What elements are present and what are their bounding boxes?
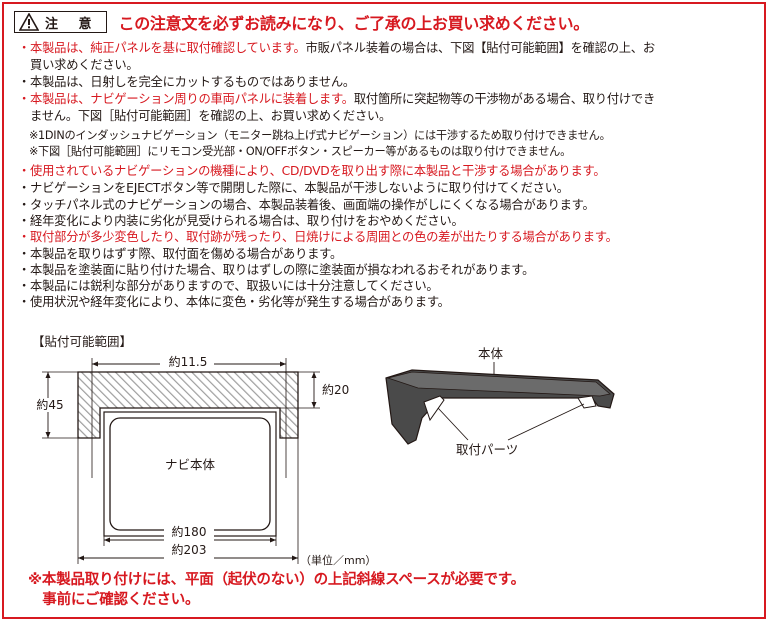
range-title: 【貼付可能範囲】 — [32, 334, 132, 349]
note-line-10: ・タッチパネル式のナビゲーションの場合、本製品装着後、画面端の操作がしにくくなる… — [18, 198, 595, 212]
note-line-5: ません。下図［貼付可能範囲］を確認の上、お買い求めください。 — [18, 109, 392, 123]
caution-label: 注 意 — [45, 16, 100, 32]
dim-180-label: 約180 — [172, 524, 207, 539]
dim-right-label: 約20 — [322, 382, 349, 397]
note-line-14: ・本製品を塗装面に貼り付けた場合、取りはずしの際に塗装面が損なわれるおそれがあり… — [18, 263, 535, 277]
dim-arrow — [311, 402, 317, 408]
dim-203-label: 約203 — [172, 542, 207, 557]
mounting-range-diagram: 【貼付可能範囲】 ナビ本体 約11.5 約45 約20 約180 約203 — [30, 334, 349, 564]
note-line-15: ・本製品には鋭利な部分がありますので、取扱いには十分注意してください。 — [18, 279, 439, 293]
label-bg — [164, 545, 214, 559]
note-line-13: ・本製品を取りはずす際、取付面を傷める場合があります。 — [18, 247, 343, 261]
leader-line — [507, 403, 585, 441]
label-bg — [160, 356, 214, 370]
note-line-16: ・使用状況や経年変化により、本体に変色・劣化等が発生する場合があります。 — [18, 295, 450, 309]
footer-notice: ※本製品取り付けには、平面（起伏のない）の上記斜線スペースが必要です。 事前にご… — [28, 570, 525, 610]
dim-arrow — [292, 555, 298, 561]
note-line-9: ・ナビゲーションをEJECTボタン等で開閉した際に、本製品が干渉しないように取り… — [18, 181, 569, 195]
footer-line-1: ※本製品取り付けには、平面（起伏のない）の上記斜線スペースが必要です。 — [28, 572, 525, 588]
note-line-1: ・本製品は、純正パネルを基に取付確認しています。市販パネル装着の場合は、下図【貼… — [18, 40, 655, 57]
label-bg — [164, 527, 214, 541]
note-line-4: ・本製品は、ナビゲーション周りの車両パネルに装着します。取付箇所に突起物等の干渉… — [18, 91, 655, 108]
header: 注 意 この注意文を必ずお読みになり、ご了承の上お買い求めください。 — [14, 10, 589, 34]
label-bg — [30, 398, 68, 412]
visor-top-face — [386, 371, 611, 397]
mounting-part-left — [423, 395, 445, 422]
note-line-2: 買い求めください。 — [18, 58, 139, 72]
dim-arrow — [92, 361, 98, 367]
nav-unit-label: ナビ本体 — [165, 457, 216, 472]
note-line-7: ※下図［貼付可能範囲］にリモコン受光部・ON/OFFボタン・スピーカー等があるも… — [18, 145, 572, 158]
note-line-1-red: ・本製品は、純正パネルを基に取付確認しています。 — [18, 41, 306, 55]
note-line-8: ・使用されているナビゲーションの機種により、CD/DVDを取り出す際に本製品と干… — [18, 164, 606, 178]
dim-arrow — [280, 361, 286, 367]
note-line-4-red: ・本製品は、ナビゲーション周りの車両パネルに装着します。 — [18, 92, 354, 106]
note-line-6: ※1DINのインダッシュナビゲーション（モニター跳ね上げ式ナビゲーション）には干… — [18, 129, 611, 142]
note-line-3: ・本製品は、日射しを完全にカットするものではありません。 — [18, 75, 355, 89]
dim-arrow — [45, 432, 51, 438]
note-line-11: ・経年変化により内装に劣化が見受けられる場合は、取り付けをおやめください。 — [18, 214, 464, 228]
dim-arrow — [45, 372, 51, 378]
leader-line — [437, 407, 469, 441]
body-label: 本体 — [478, 346, 504, 361]
dim-left-label: 約45 — [36, 397, 63, 412]
note-line-12: ・取付部分が多少変色したり、取付跡が残ったり、日焼けによる周囲との色の差が出たり… — [18, 230, 618, 244]
dim-top-label: 約11.5 — [169, 354, 208, 369]
dim-arrow — [78, 555, 84, 561]
unit-label: （単位／mm） — [300, 554, 377, 567]
warning-triangle-icon — [19, 13, 39, 31]
note-line-4-black: 取付箇所に突起物等の干渉物がある場合、取り付けでき — [353, 92, 656, 106]
footer-line-2: 事前にご確認ください。 — [28, 592, 200, 608]
dim-arrow — [270, 537, 276, 543]
dim-arrow — [311, 372, 317, 378]
product-illustration: 本体 取付パーツ — [385, 346, 615, 457]
note-line-1-black: 市販パネル装着の場合は、下図【貼付可能範囲】を確認の上、お — [305, 41, 656, 55]
notice-title: この注意文を必ずお読みになり、ご了承の上お買い求めください。 — [118, 14, 590, 33]
caution-badge: 注 意 — [14, 11, 107, 33]
dim-arrow — [104, 537, 110, 543]
parts-label: 取付パーツ — [456, 442, 518, 457]
nav-unit-body — [109, 417, 271, 531]
